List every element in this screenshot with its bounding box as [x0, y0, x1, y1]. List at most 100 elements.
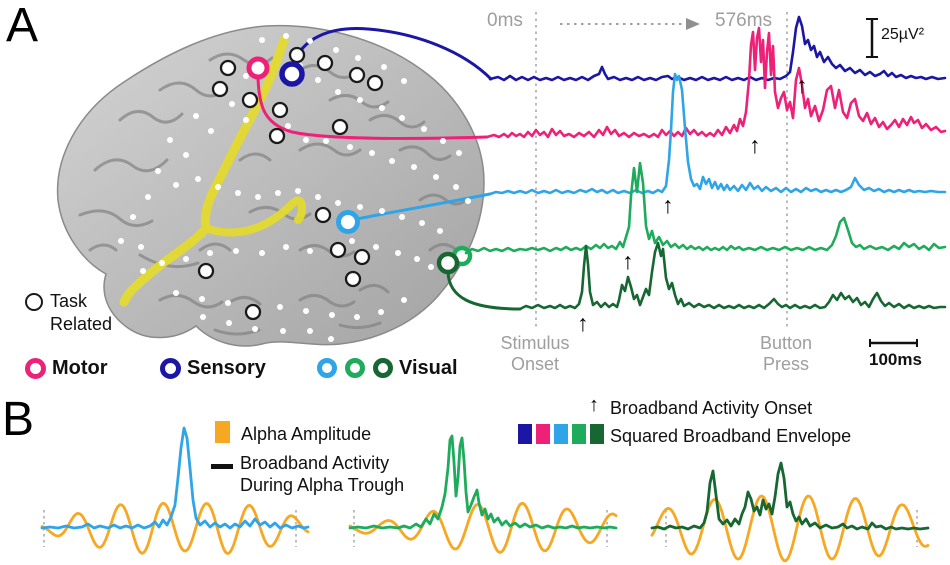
electrode-dot [414, 256, 420, 262]
alpha-amplitude-label: Alpha Amplitude [241, 424, 372, 444]
visual_dark-electrode-ring [436, 251, 460, 275]
electrode-dot [280, 328, 286, 334]
electrode-dot [456, 150, 462, 156]
visual-dark-ring-icon [373, 358, 393, 378]
sensory-envelope [488, 15, 947, 82]
brain-render [56, 24, 485, 347]
electrode-dot [354, 314, 360, 320]
electrode-dot [335, 89, 341, 95]
visual-dark-envelope [518, 241, 947, 311]
electrode-dot [395, 250, 401, 256]
panel-b-waves [40, 426, 930, 563]
electrode-dot [399, 115, 405, 121]
motor-envelope-swatch [536, 424, 550, 444]
motor-connector [256, 76, 489, 140]
electrode-dot [379, 208, 385, 214]
electrode-dot [419, 220, 425, 226]
task-related-electrode [197, 262, 215, 280]
electrode-dot [303, 137, 309, 143]
task-related-electrode [219, 59, 237, 77]
visual_light-electrode-ring [336, 210, 360, 234]
electrode-dot [379, 105, 385, 111]
envelope-swatch-row [518, 424, 608, 449]
electrode-dot [138, 244, 144, 250]
electrode-dot [323, 138, 329, 144]
button-press-label: Button Press [759, 333, 813, 374]
electrode-dot [145, 194, 151, 200]
electrode-dot [303, 308, 309, 314]
electrode-dot [200, 314, 206, 320]
sensory-envelope-swatch [518, 424, 532, 444]
electrode-layer [118, 33, 473, 342]
electrode-dot [283, 33, 289, 39]
electrode-dot [173, 290, 179, 296]
electrode-dot [373, 244, 379, 250]
time-end-label: 576ms [715, 10, 773, 31]
task-related-electrode [314, 206, 332, 224]
visual-mid-envelope [464, 161, 947, 255]
electrode-dot [401, 78, 407, 84]
electrode-dot [335, 200, 341, 206]
electrode-dot [208, 128, 214, 134]
task-related-electrode [344, 270, 362, 288]
task-related-electrode [316, 54, 334, 72]
electrode-dot [275, 190, 281, 196]
electrode-dot [355, 55, 361, 61]
electrode-dot [378, 309, 384, 315]
electrode-dot [195, 176, 201, 182]
broadband-legend-line2: During Alpha Trough [240, 475, 405, 495]
electrode-dot [207, 250, 213, 256]
electrode-dot [307, 328, 313, 334]
electrode-dot [437, 228, 443, 234]
electrode-dot [329, 312, 335, 318]
broadband-line-swatch [211, 464, 233, 469]
electrode-dot [357, 204, 363, 210]
task-legend-line2: Related [50, 314, 113, 334]
motor-electrode-ring [246, 56, 270, 80]
visual-legend-label: Visual [399, 357, 458, 379]
electrode-dot [259, 37, 265, 43]
trace-layer [464, 15, 947, 311]
broadband-legend-line1: Broadband Activity [240, 453, 390, 473]
electrode-dot [277, 304, 283, 310]
time-span-arrow [560, 18, 700, 30]
electrode-dot [173, 182, 179, 188]
electrode-dot [465, 198, 471, 204]
time-start-label: 0ms [487, 10, 523, 31]
electrode-dot [252, 326, 258, 332]
task-related-electrode [288, 46, 306, 64]
electrode-dot [118, 238, 124, 244]
electrode-dot [399, 214, 405, 220]
alpha-right [650, 494, 930, 563]
task-related-electrode [244, 303, 262, 321]
electrode-dot [233, 248, 239, 254]
task-related-electrode [211, 80, 229, 98]
visual_dark-connector [446, 270, 522, 311]
electrode-dot [428, 264, 434, 270]
task-related-electrode [268, 127, 286, 145]
electrode-dot [349, 238, 355, 244]
visual_mid-envelope-swatch [572, 424, 586, 444]
visual-mid-ring-icon [345, 358, 365, 378]
electrode-dot [315, 194, 321, 200]
task-related-electrode [348, 66, 366, 84]
electrode-dot [389, 158, 395, 164]
vertical-scale-label: 25µV² [881, 26, 925, 43]
electrode-dot [333, 47, 339, 53]
broadband-onset-label: Broadband Activity Onset [610, 398, 813, 418]
motor-ring-icon [25, 358, 46, 379]
task-related-electrode [353, 248, 371, 266]
electrode-dot [283, 244, 289, 250]
electrode-dot [295, 188, 301, 194]
broadband-right [650, 461, 930, 531]
visual_light-envelope-swatch [554, 424, 568, 444]
panel-a-label: A [6, 0, 39, 52]
stimulus-onset-label: Stimulus Onset [500, 333, 570, 374]
envelope-legend-label: Squared Broadband Envelope [610, 426, 852, 446]
alpha-left [40, 501, 310, 555]
sensory-electrode-ring [279, 61, 305, 87]
electrode-dot [357, 97, 363, 103]
sensory-ring-icon [160, 358, 181, 379]
sensory-legend-label: Sensory [187, 357, 266, 379]
